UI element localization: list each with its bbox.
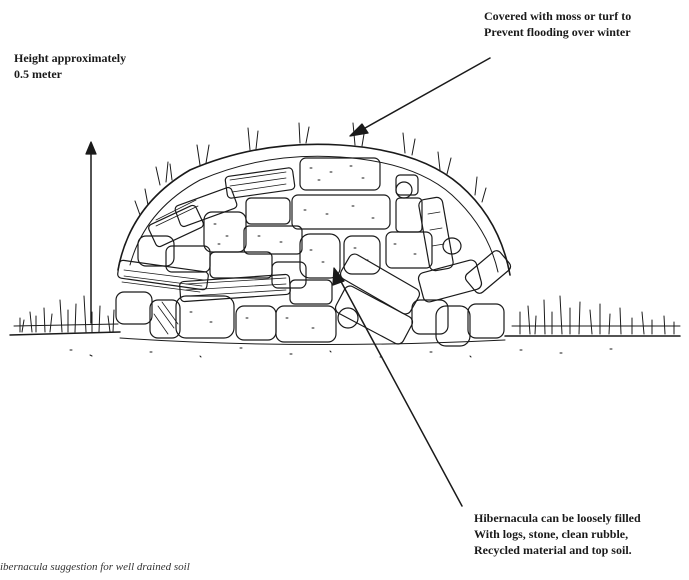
- fill-arrow-line: [338, 276, 462, 506]
- cover-arrow-line: [358, 58, 490, 132]
- height-label-line-1: Height approximately: [14, 50, 214, 66]
- cover-label-line-2: Prevent flooding over winter: [484, 24, 684, 40]
- fill-label-line-3: Recycled material and top soil.: [474, 542, 689, 558]
- height-arrow-head: [86, 142, 96, 154]
- soil-speckles: [70, 348, 612, 357]
- mound-contents: [116, 158, 513, 346]
- cover-label: Covered with moss or turf to Prevent flo…: [484, 8, 684, 40]
- fill-label-line-1: Hibernacula can be loosely filled: [474, 510, 689, 526]
- fill-label-line-2: With logs, stone, clean rubble,: [474, 526, 689, 542]
- fill-label: Hibernacula can be loosely filled With l…: [474, 510, 689, 558]
- height-label-line-2: 0.5 meter: [14, 66, 214, 82]
- cover-label-line-1: Covered with moss or turf to: [484, 8, 684, 24]
- fill-arrow-head: [333, 268, 344, 285]
- ground-line-base: [120, 338, 505, 345]
- cover-arrow-head: [350, 124, 368, 136]
- ground-grass-left: [14, 296, 118, 332]
- mound-grass: [135, 123, 486, 215]
- figure-caption: ibernacula suggestion for well drained s…: [0, 561, 190, 573]
- height-label: Height approximately 0.5 meter: [14, 50, 214, 82]
- ground-grass-right: [512, 296, 680, 334]
